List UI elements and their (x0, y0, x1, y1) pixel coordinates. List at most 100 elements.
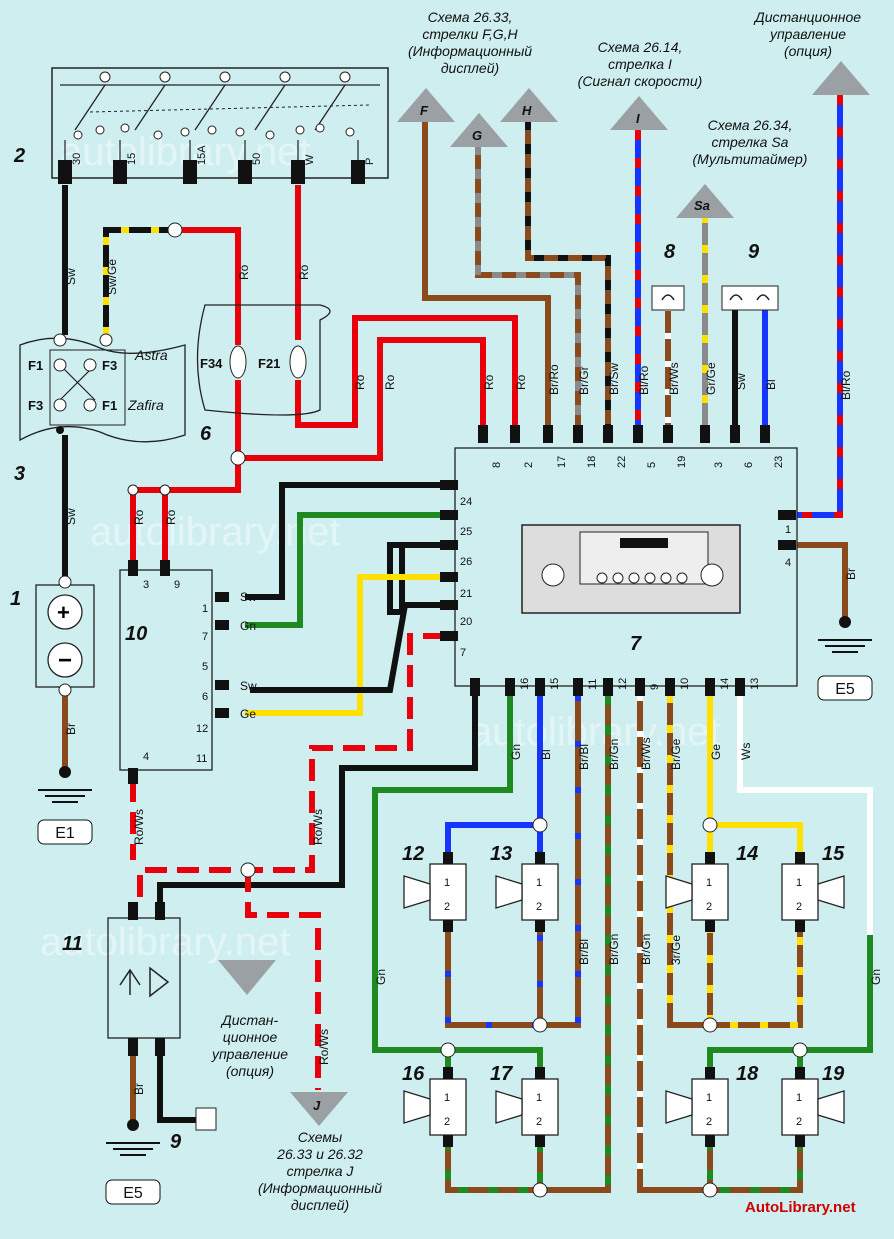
svg-text:J: J (313, 1098, 321, 1113)
connector-8 (651, 285, 685, 311)
svg-text:дисплей): дисплей) (441, 60, 499, 76)
arrow-sa-icon: Sa (676, 184, 734, 218)
svg-text:21: 21 (460, 588, 472, 600)
svg-text:12: 12 (196, 723, 208, 735)
svg-text:Bl: Bl (539, 749, 553, 760)
speaker-pin-label: 1 (796, 1092, 802, 1104)
ignition-switch: 30 15 15A 50 W P (51, 67, 389, 184)
svg-text:Br/Ws: Br/Ws (667, 362, 681, 395)
ground-e5-icon: E5 (817, 616, 873, 701)
arrow-remote-icon (812, 61, 870, 95)
svg-text:F21: F21 (258, 356, 280, 371)
svg-text:14: 14 (719, 678, 731, 690)
svg-text:1: 1 (202, 603, 208, 615)
svg-text:Br/Sw: Br/Sw (607, 363, 621, 395)
svg-text:H: H (522, 103, 532, 118)
svg-text:Ro: Ro (297, 264, 311, 280)
svg-text:(опция): (опция) (226, 1063, 274, 1079)
svg-text:20: 20 (460, 616, 472, 628)
svg-text:Br/Gn: Br/Gn (607, 739, 621, 770)
svg-text:−: − (58, 647, 72, 674)
svg-text:16: 16 (519, 678, 531, 690)
svg-text:Ro: Ro (132, 509, 146, 525)
svg-text:Дистанционное: Дистанционное (753, 9, 861, 25)
svg-text:7: 7 (202, 631, 208, 643)
amplifier-10: 3 9 1 7 5 6 12 11 4 (119, 560, 229, 784)
junction-node (240, 862, 256, 878)
ground-e5-icon: E5 (105, 1119, 161, 1205)
brand-label: AutoLibrary.net (745, 1199, 856, 1216)
svg-text:5: 5 (202, 661, 208, 673)
component-number: 16 (402, 1063, 425, 1085)
speaker-pin-label: 2 (444, 1116, 450, 1128)
svg-text:(опция): (опция) (784, 43, 832, 59)
svg-text:+: + (57, 600, 70, 625)
svg-text:Схема 26.34,: Схема 26.34, (708, 117, 793, 133)
speaker-pin-label: 2 (796, 1116, 802, 1128)
svg-text:8: 8 (491, 462, 503, 468)
svg-text:E1: E1 (55, 825, 75, 842)
arrow-j-icon: J (290, 1092, 348, 1126)
component-number: 14 (736, 843, 758, 865)
watermark: autolibrary.net (40, 920, 291, 964)
svg-text:управление: управление (769, 26, 846, 42)
component-number: 10 (125, 623, 147, 645)
svg-text:Дистан-: Дистан- (220, 1012, 279, 1028)
svg-text:Bl/Ro: Bl/Ro (637, 365, 651, 395)
svg-text:Ro/Ws: Ro/Ws (132, 809, 146, 845)
speaker-pin-label: 1 (444, 1092, 450, 1104)
note-remote-bottom: Дистан- ционное управление (опция) (211, 1012, 288, 1079)
junction-node (792, 1042, 808, 1058)
svg-text:Ro: Ro (482, 374, 496, 390)
svg-text:Br/Ge: Br/Ge (669, 738, 683, 770)
svg-text:Br/Gr: Br/Gr (577, 366, 591, 395)
svg-text:Astra: Astra (134, 347, 168, 363)
svg-text:Br/Ws: Br/Ws (639, 737, 653, 770)
svg-text:Схема 26.14,: Схема 26.14, (598, 39, 683, 55)
svg-text:11: 11 (587, 679, 599, 690)
svg-text:Bl/Ro: Bl/Ro (839, 370, 853, 400)
svg-text:Zafira: Zafira (127, 397, 164, 413)
terminal-label: P (364, 158, 376, 165)
component-number: 17 (490, 1063, 513, 1085)
svg-text:Br/Gn: Br/Gn (607, 934, 621, 965)
svg-text:3: 3 (143, 579, 149, 591)
svg-text:19: 19 (676, 456, 688, 468)
fuse-box-astra-zafira: F1 F3 F3 F1 Astra Zafira (19, 333, 186, 443)
component-number: 1 (10, 588, 21, 610)
svg-text:ционное: ционное (223, 1029, 278, 1045)
svg-text:F3: F3 (102, 358, 117, 373)
svg-text:E5: E5 (123, 1185, 143, 1202)
svg-text:Sw/Ge: Sw/Ge (105, 259, 119, 295)
battery: + − (35, 575, 95, 697)
svg-text:Br/Ro: Br/Ro (547, 364, 561, 395)
speaker-pin-label: 1 (536, 1092, 542, 1104)
svg-text:3r/Ge: 3r/Ge (669, 935, 683, 965)
svg-text:Br/Bl: Br/Bl (577, 744, 591, 770)
svg-text:6: 6 (743, 462, 755, 468)
speaker-pin-label: 2 (536, 1116, 542, 1128)
svg-text:1: 1 (785, 524, 791, 536)
speaker-pin-label: 1 (444, 877, 450, 889)
arrow-f-icon: F (397, 88, 455, 122)
svg-text:Gn: Gn (240, 619, 256, 633)
svg-text:Sw: Sw (240, 679, 257, 693)
svg-text:Ge: Ge (240, 707, 256, 721)
svg-text:Sw: Sw (240, 590, 257, 604)
svg-text:Ro: Ro (383, 374, 397, 390)
svg-text:2: 2 (523, 462, 535, 468)
svg-text:стрелка J: стрелка J (287, 1163, 355, 1179)
svg-text:12: 12 (617, 678, 629, 690)
svg-text:Gr/Ge: Gr/Ge (704, 362, 718, 395)
svg-text:Br: Br (844, 568, 858, 580)
component-number: 19 (822, 1063, 845, 1085)
svg-text:24: 24 (460, 496, 472, 508)
ground-e1-icon: E1 (37, 766, 93, 845)
connector-9-top (721, 285, 779, 311)
speaker-pin-label: 2 (706, 1116, 712, 1128)
svg-text:7: 7 (460, 647, 466, 659)
note-schema-f: Схема 26.33, стрелки F,G,H (Информационн… (408, 9, 532, 76)
svg-text:стрелки F,G,H: стрелки F,G,H (422, 26, 518, 42)
